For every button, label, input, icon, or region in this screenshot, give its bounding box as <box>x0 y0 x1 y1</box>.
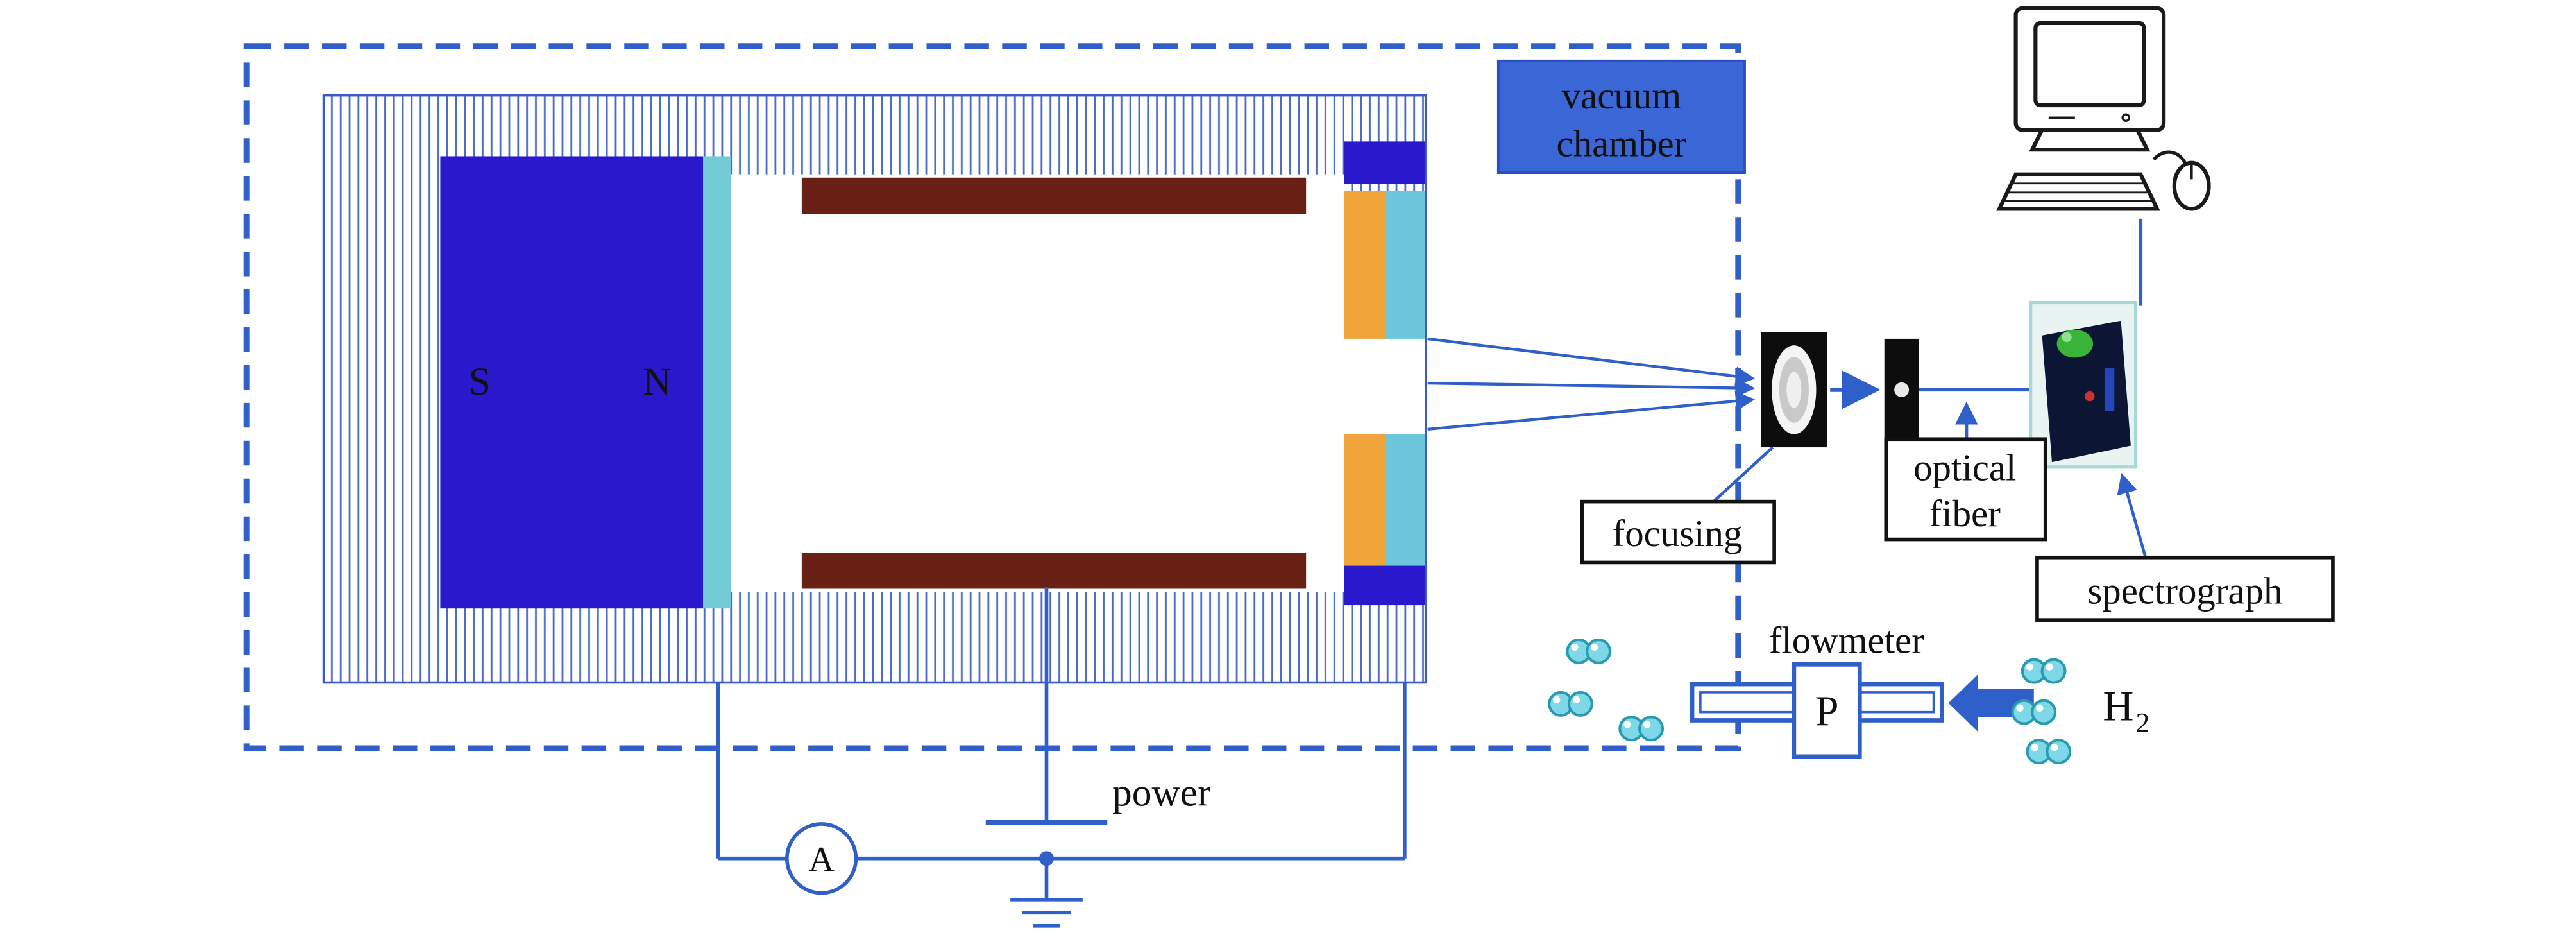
spectrograph-red-dot <box>2085 391 2095 402</box>
mouse-cable <box>2152 150 2189 167</box>
spectrograph-device <box>2042 320 2131 463</box>
spectrograph-pointer-arrow <box>2117 472 2148 558</box>
optical-fiber-label-line1: optical <box>1913 446 2016 488</box>
power-label: power <box>1112 771 1211 815</box>
exit-block-bottom <box>1344 565 1427 606</box>
flowmeter: P <box>1690 662 1944 759</box>
molecule-pair <box>2013 701 2056 724</box>
spectrograph-label: spectrograph <box>2035 472 2335 622</box>
pressure-gauge-box <box>1792 662 1862 759</box>
vacuum-chamber-label: vacuum chamber <box>1496 59 1746 175</box>
magnet-block <box>440 156 704 609</box>
plasma-source: S N <box>322 94 1427 684</box>
power-circuit <box>716 587 1407 928</box>
magnet-pole-strip <box>703 156 731 609</box>
fiber-coupler <box>1884 338 1919 438</box>
exit-aperture <box>1344 338 1427 434</box>
focusing-label-text: focusing <box>1613 512 1743 554</box>
exit-spacer-bottom-cyan <box>1385 434 1427 566</box>
electrode-top <box>801 177 1307 214</box>
ammeter-label: A <box>808 840 835 880</box>
spectrograph-green-glow <box>2056 329 2093 358</box>
source-body-outline <box>322 94 1427 684</box>
molecule-pair <box>1549 692 1592 716</box>
magnet-north-label: N <box>643 360 671 404</box>
spectrograph-photo <box>2029 300 2138 469</box>
beam-line-middle <box>1427 378 1756 398</box>
focusing-lens <box>1761 332 1827 448</box>
flowmeter-label: flowmeter <box>1769 619 1924 661</box>
spectrograph-label-box <box>2035 555 2335 622</box>
vacuum-chamber-label-box <box>1496 59 1746 175</box>
focusing-pointer-line <box>1712 446 1774 503</box>
focusing-label-box <box>1580 499 1776 565</box>
focusing-label: focusing <box>1580 446 1776 565</box>
molecule-pair <box>1567 640 1610 663</box>
optical-fiber-label-line2: fiber <box>1929 492 2001 535</box>
optical-fiber-label-box <box>1884 437 2047 542</box>
computer <box>1996 6 2211 211</box>
pressure-gauge-label: P <box>1815 688 1839 735</box>
exit-block-top <box>1344 141 1427 185</box>
molecule-pair <box>2022 660 2065 683</box>
mouse <box>2172 160 2211 211</box>
vacuum-chamber-label-line2: chamber <box>1557 122 1687 164</box>
battery-junction-dot <box>1038 851 1055 866</box>
h2-symbol: H <box>2103 683 2133 730</box>
electrode-bottom <box>801 553 1307 589</box>
exit-spacer-top-cyan <box>1385 191 1427 339</box>
h2-subscript: 2 <box>2136 707 2150 738</box>
molecule-pair <box>1620 717 1663 740</box>
beam-line-top <box>1427 337 1756 386</box>
spectrograph-blue-streak <box>2104 368 2115 411</box>
magnet-south-label: S <box>469 360 491 404</box>
vacuum-chamber-label-line1: vacuum <box>1562 74 1681 117</box>
molecule-pair <box>2028 740 2071 763</box>
optical-fiber-label: optical fiber <box>1884 401 2047 542</box>
spectrograph-highlight <box>2062 332 2072 343</box>
coupler-aperture <box>1894 382 1910 397</box>
monitor-screen <box>2033 21 2146 108</box>
monitor-base <box>2029 128 2151 152</box>
plasma-beam <box>1427 337 1756 431</box>
exit-spacer-bottom-orange <box>1344 434 1385 566</box>
source-cavity <box>731 174 1348 592</box>
lens-glass-core <box>1786 372 1802 408</box>
h2-inlet-arrow <box>1948 674 2034 732</box>
ammeter <box>785 822 858 895</box>
beam-line-bottom <box>1427 391 1756 431</box>
monitor-power-button <box>2121 113 2131 123</box>
exit-spacer-top-orange <box>1344 191 1385 339</box>
spectrograph-label-text: spectrograph <box>2087 570 2282 612</box>
h2-label: H 2 <box>2103 683 2149 738</box>
